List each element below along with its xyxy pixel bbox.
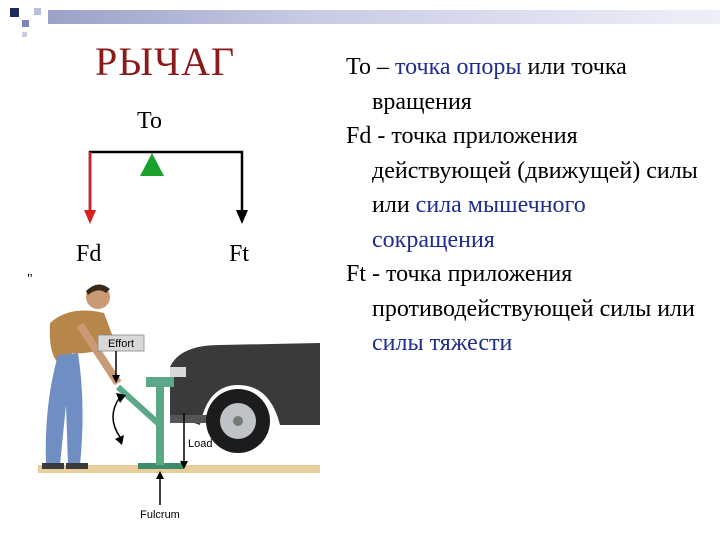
quote-mark: "	[27, 272, 33, 287]
label-ft: Ft	[229, 241, 250, 267]
fd-arrow-icon	[84, 210, 96, 224]
definition-ft: Ft - точка приложения противодействующей…	[346, 257, 711, 361]
slide-title: РЫЧАГ	[95, 39, 236, 84]
definition-segment: Fd - точка приложения действующей (движу…	[346, 123, 698, 218]
ft-arrow-icon	[236, 210, 248, 224]
car-jack-image	[115, 377, 184, 469]
definition-segment: To –	[346, 54, 395, 80]
effort-label: Effort	[108, 338, 134, 350]
definition-segment: точка опоры	[394, 54, 522, 80]
man-figure-image	[42, 284, 122, 469]
header-gradient-band	[48, 10, 720, 24]
load-label: Load	[188, 438, 212, 450]
definition-segment: Ft - точка приложения противодействующей…	[346, 261, 695, 322]
definition-segment: сила мышечного сокращения	[372, 192, 586, 253]
lever-diagram	[84, 150, 248, 224]
definition-fd: Fd - точка приложения действующей (движу…	[346, 119, 711, 257]
label-fd: Fd	[76, 241, 102, 267]
definitions-panel: To – точка опоры или точка вращения Fd -…	[346, 50, 711, 361]
definition-segment: или точка вращения	[372, 54, 627, 115]
car-image	[170, 343, 320, 453]
corner-squares-decoration	[10, 8, 41, 37]
definition-to: To – точка опоры или точка вращения	[346, 50, 711, 119]
definition-segment: силы тяжести	[372, 330, 513, 356]
label-to: To	[137, 108, 162, 134]
fulcrum-label: Fulcrum	[140, 509, 180, 521]
fulcrum-triangle-icon	[140, 153, 164, 176]
lever-jack-illustration: Effort Load Fulcrum	[38, 284, 320, 521]
